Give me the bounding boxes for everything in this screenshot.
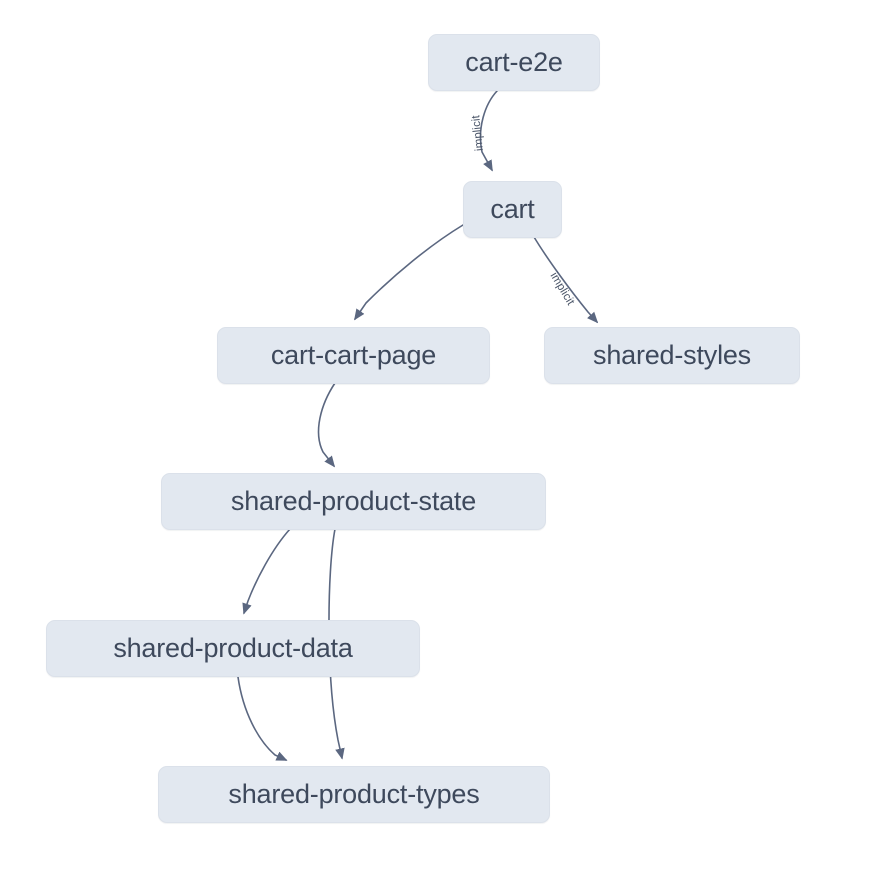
edge-label: implicit <box>548 271 577 309</box>
graph-node-cart-cart-page[interactable]: cart-cart-page <box>217 327 490 384</box>
graph-node-shared-product-data[interactable]: shared-product-data <box>46 620 420 677</box>
edge-label: implicit <box>470 114 486 152</box>
graph-edge <box>479 90 498 172</box>
graph-node-label: cart-e2e <box>465 47 563 77</box>
graph-node-label: shared-product-state <box>230 486 477 516</box>
graph-edge <box>242 528 291 615</box>
graph-node-label: cart-cart-page <box>270 340 437 370</box>
graph-node-label: shared-product-types <box>228 779 480 809</box>
graph-edge <box>317 382 336 468</box>
graph-node-shared-product-types[interactable]: shared-product-types <box>158 766 550 823</box>
graph-edge <box>533 236 599 324</box>
graph-edge <box>354 224 464 321</box>
graph-node-label: shared-product-data <box>113 633 353 663</box>
graph-node-cart[interactable]: cart <box>463 181 562 238</box>
graph-node-shared-styles[interactable]: shared-styles <box>544 327 800 384</box>
graph-node-label: shared-styles <box>593 340 751 370</box>
graph-node-shared-product-state[interactable]: shared-product-state <box>161 473 546 530</box>
graph-node-label: cart <box>490 194 535 224</box>
graph-edge <box>237 676 288 761</box>
graph-node-cart-e2e[interactable]: cart-e2e <box>428 34 600 91</box>
